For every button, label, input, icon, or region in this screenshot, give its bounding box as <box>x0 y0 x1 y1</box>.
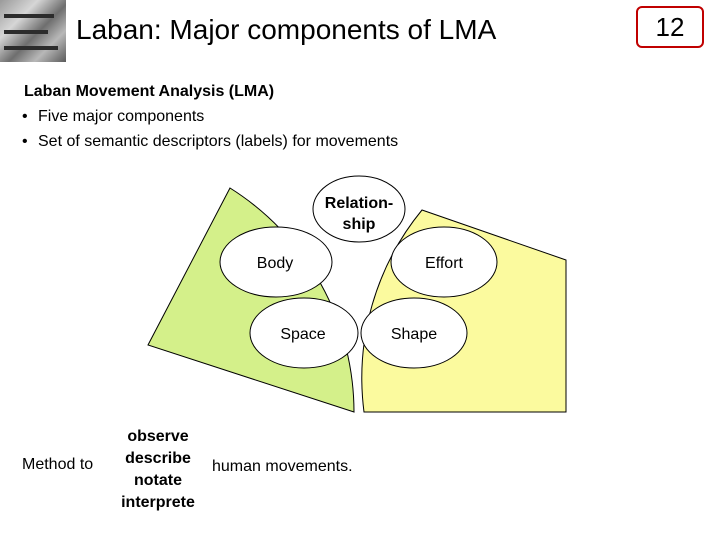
shape-label: Shape <box>391 326 437 343</box>
verb-item: describe <box>112 448 204 470</box>
relationship-label-line2: ship <box>343 216 376 233</box>
space-label: Space <box>280 326 325 343</box>
verb-item: notate <box>112 470 204 492</box>
verb-item: observe <box>112 426 204 448</box>
relationship-label-line1: Relation- <box>325 195 393 212</box>
body-label: Body <box>257 255 293 272</box>
verb-item: interprete <box>112 492 204 514</box>
method-label: Method to <box>22 456 93 474</box>
method-object-text: human movements. <box>212 458 353 476</box>
effort-label: Effort <box>425 255 464 272</box>
method-verbs: observe describe notate interprete <box>112 426 204 514</box>
